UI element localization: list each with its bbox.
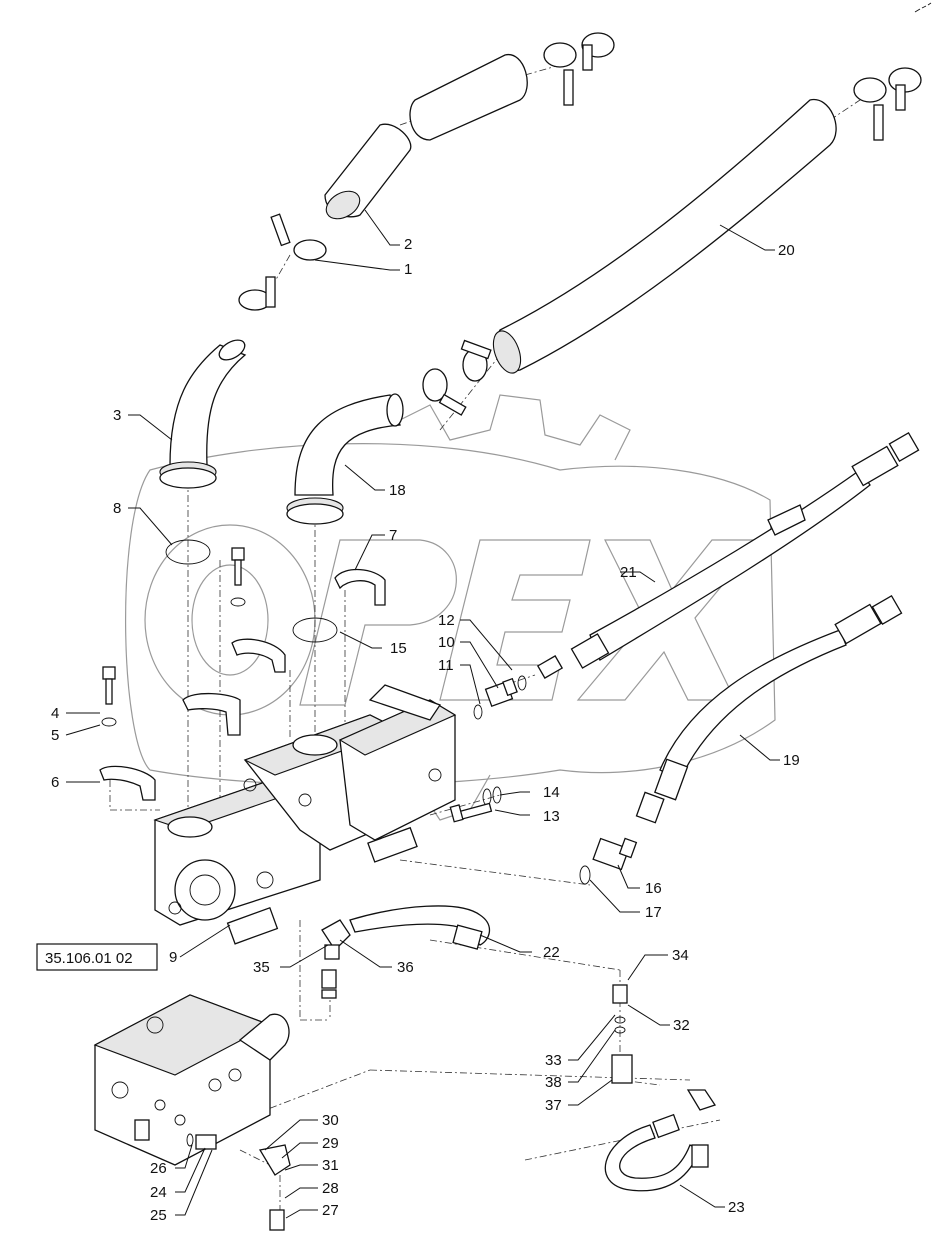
- callout-4: 4: [51, 705, 59, 722]
- pump-assembly: [153, 684, 457, 945]
- hose-22: [349, 905, 491, 950]
- callout-6: 6: [51, 774, 59, 791]
- fitting-35-36: [321, 919, 351, 999]
- hose-2: [324, 123, 412, 220]
- fitting-10: [484, 677, 518, 708]
- bolts-and-flanges: [99, 547, 493, 823]
- callout-22: 22: [543, 944, 560, 961]
- callout-27: 27: [322, 1202, 339, 1219]
- callout-28: 28: [322, 1180, 339, 1197]
- callout-21: 21: [620, 564, 637, 581]
- fitting-16: [592, 837, 638, 871]
- reference-box[interactable]: 35.106.01 02: [36, 943, 158, 971]
- callout-18: 18: [389, 482, 406, 499]
- callout-12: 12: [438, 612, 455, 629]
- hose-19: [635, 594, 903, 824]
- callout-10: 10: [438, 634, 455, 651]
- corner-mark: [914, 2, 932, 13]
- callout-24: 24: [150, 1184, 167, 1201]
- callout-17: 17: [645, 904, 662, 921]
- hose-clamps: [238, 32, 922, 416]
- assembly-lines: [109, 64, 861, 1210]
- valve-block: [93, 994, 290, 1166]
- callout-36: 36: [397, 959, 414, 976]
- hose-upper-sleeve: [409, 54, 528, 141]
- callout-5: 5: [51, 727, 59, 744]
- hose-21: [536, 431, 920, 679]
- callout-32: 32: [673, 1017, 690, 1034]
- callout-29: 29: [322, 1135, 339, 1152]
- callout-23: 23: [728, 1199, 745, 1216]
- callout-11: 11: [438, 657, 454, 674]
- callout-31: 31: [322, 1157, 339, 1174]
- callout-15: 15: [390, 640, 407, 657]
- callout-16: 16: [645, 880, 662, 897]
- callout-34: 34: [672, 947, 689, 964]
- callout-1: 1: [404, 261, 412, 278]
- reference-box-label: 35.106.01 02: [45, 950, 133, 967]
- callout-labels: 1 2 3 4 5 6 7 8 9 10 11 12 13 14 15 16 1…: [51, 236, 800, 1224]
- callout-14: 14: [543, 784, 560, 801]
- leader-lines: [65, 209, 780, 1219]
- callout-8: 8: [113, 500, 121, 517]
- hose-23: [604, 1089, 717, 1192]
- callout-20: 20: [778, 242, 795, 259]
- hose-20: [492, 99, 837, 374]
- callout-37: 37: [545, 1097, 562, 1114]
- elbow-18: [286, 393, 404, 525]
- callout-35: 35: [253, 959, 270, 976]
- callout-19: 19: [783, 752, 800, 769]
- fittings-32-38: [611, 984, 633, 1084]
- callout-13: 13: [543, 808, 560, 825]
- elbow-3: [159, 339, 247, 489]
- callout-25: 25: [150, 1207, 167, 1224]
- fittings-24-29: [186, 1133, 291, 1231]
- callout-2: 2: [404, 236, 412, 253]
- o-rings: [165, 539, 591, 885]
- callout-26: 26: [150, 1160, 167, 1177]
- callout-9: 9: [169, 949, 177, 966]
- callout-3: 3: [113, 407, 121, 424]
- callout-33: 33: [545, 1052, 562, 1069]
- callout-38: 38: [545, 1074, 562, 1091]
- callout-30: 30: [322, 1112, 339, 1129]
- callout-7: 7: [389, 527, 397, 544]
